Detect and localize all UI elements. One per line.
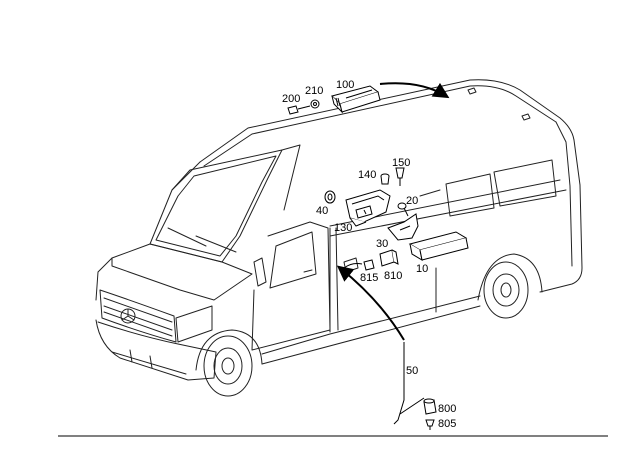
label-815: 815 [360,272,378,284]
label-800: 800 [438,403,456,415]
part-20-screw [397,202,409,217]
part-130-housing [345,189,391,227]
label-210: 210 [305,85,323,97]
part-50-wire [393,342,425,425]
side-mirror [253,257,267,287]
van-roof [199,79,575,163]
part-40-grommet [324,190,336,204]
rear-wheel [483,261,529,319]
label-10: 10 [416,263,428,275]
label-20: 20 [406,195,418,207]
rear-wheel-arch [477,253,543,301]
label-810: 810 [384,270,402,282]
part-140-cap [380,173,390,185]
front-wheel [203,335,253,397]
part-200-screw [287,105,311,115]
front-wheel-arch [195,329,263,371]
van-rear [539,139,583,293]
arrow-wire-harness [336,265,405,341]
front-door [251,221,331,351]
rear-window [493,159,557,207]
part-labels: 100 200 210 150 140 40 20 130 30 10 815 … [282,79,456,430]
van-windscreen [149,149,283,263]
van-headlight [175,305,213,343]
part-100-roof-light [331,85,381,114]
label-100: 100 [336,79,354,91]
van-grille [99,289,177,343]
label-150: 150 [392,157,410,169]
arrow-roof-light [379,82,450,99]
van-bumper [95,319,217,381]
van-sill [261,295,481,355]
van-illustration [95,79,583,397]
label-50: 50 [406,365,418,377]
label-200: 200 [282,93,300,105]
part-10-sensor-bar [408,231,469,262]
arrows [336,82,450,341]
parts [287,85,469,430]
van-hood [111,243,253,301]
cable-harness [343,263,363,269]
label-30: 30 [376,238,388,250]
label-40: 40 [316,205,328,217]
part-800-socket [423,398,437,415]
label-140: 140 [358,169,376,181]
part-150-clip [395,167,405,186]
part-805-bulb [425,419,435,430]
label-130: 130 [334,222,352,234]
part-810-connector [379,249,399,267]
part-815-clip [363,259,375,271]
label-805: 805 [438,418,456,430]
part-30-bracket [387,213,419,241]
